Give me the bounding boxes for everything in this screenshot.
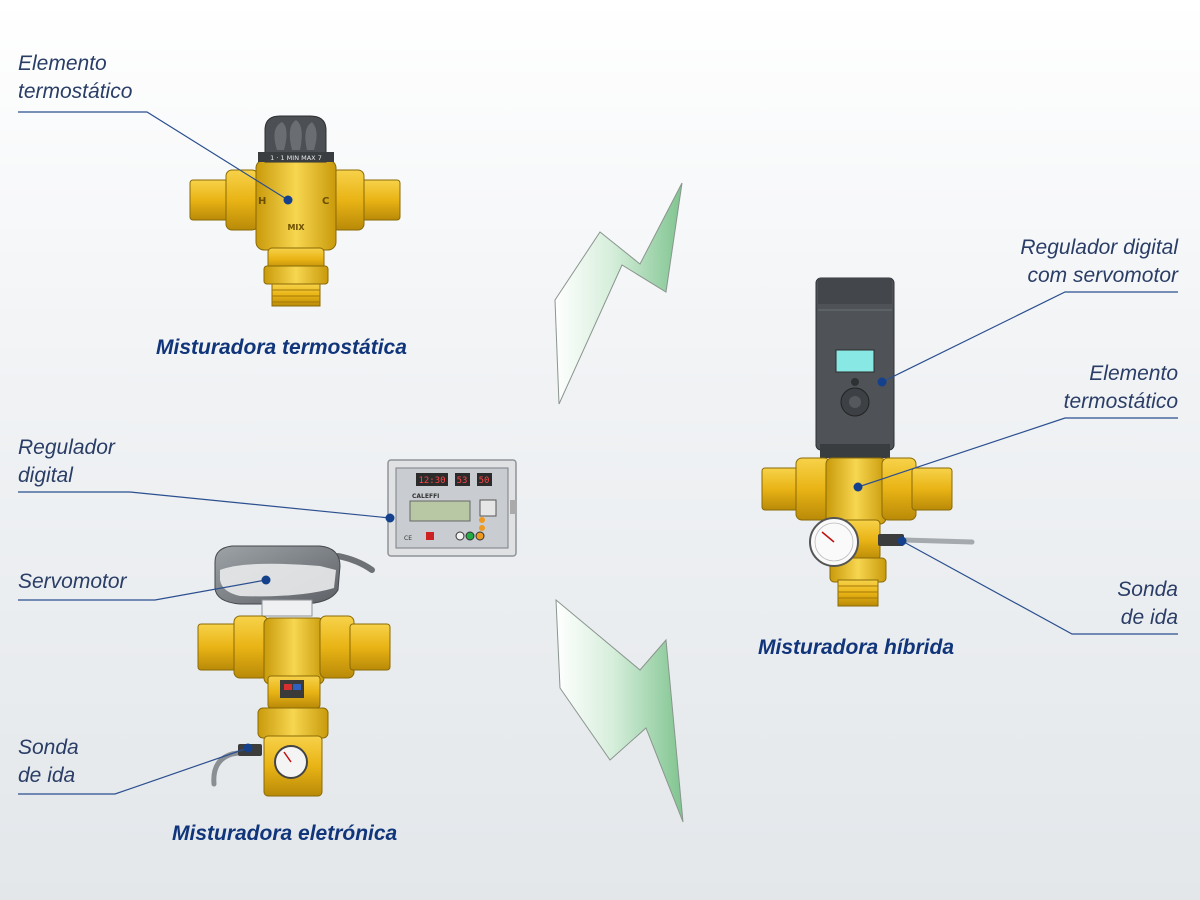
label-bottom-digital-regulator: Regulador digital	[18, 434, 115, 490]
cold-mark: C	[322, 196, 329, 207]
brand-mark: MIX	[287, 223, 305, 232]
display-value1: 53	[457, 476, 468, 486]
box-brand: CALEFFI	[412, 493, 439, 500]
arrow-lower	[555, 598, 684, 823]
label-line: Elemento	[1089, 362, 1178, 385]
label-line: Regulador	[18, 436, 115, 459]
label-bottom-flow-sensor: Sonda de ida	[18, 734, 79, 790]
label-right-flow-sensor: Sonda de ida	[1117, 576, 1178, 632]
thermostatic-mixing-valve: 1 · 1 MIN MAX 7 H C MIX	[189, 115, 401, 307]
caption-hybrid-mixer: Misturadora híbrida	[758, 636, 955, 659]
label-line: digital	[18, 464, 73, 487]
marker-right-regulator	[877, 377, 887, 387]
marker-top-element	[283, 195, 293, 205]
label-line: Elemento	[18, 52, 107, 75]
label-right-thermostatic-element: Elemento termostático	[1064, 360, 1178, 416]
leader-bottom-sensor	[18, 747, 249, 795]
hot-mark: H	[258, 196, 266, 207]
label-line: termostático	[1063, 390, 1178, 413]
caption-electronic-mixer: Misturadora eletrónica	[172, 822, 398, 845]
leader-right-element	[857, 417, 1178, 488]
marker-bottom-sensor	[243, 743, 253, 753]
marker-right-element	[853, 482, 863, 492]
hybrid-mixing-valve	[761, 277, 975, 607]
marker-right-sensor	[897, 536, 907, 546]
label-right-digital-regulator-servomotor: Regulador digital com servomotor	[1020, 234, 1178, 290]
display-value2: 50	[479, 476, 490, 486]
label-line: com servomotor	[1027, 264, 1178, 287]
valve-scale-text: 1 · 1 MIN MAX 7	[270, 154, 322, 162]
label-line: de ida	[18, 764, 76, 787]
display-time: 12:30	[418, 476, 445, 486]
box-ce: CE	[404, 535, 412, 542]
caption-thermostatic-mixer: Misturadora termostática	[156, 336, 407, 359]
label-line: Sonda	[18, 736, 79, 759]
electronic-mixing-valve	[197, 545, 391, 797]
leader-bottom-servomotor	[18, 579, 267, 601]
label-bottom-servomotor: Servomotor	[18, 570, 127, 593]
label-top-thermostatic-element: Elemento termostático	[18, 50, 132, 106]
leader-top-element	[18, 111, 289, 201]
leader-right-sensor	[901, 540, 1178, 635]
digital-regulator-box: 12:30 53 50 CALEFFI CE	[387, 459, 517, 557]
label-line: de ida	[1120, 606, 1178, 629]
leader-right-regulator	[881, 291, 1178, 383]
label-line: termostático	[18, 80, 133, 103]
label-line: Sonda	[1117, 578, 1178, 601]
marker-bottom-regulator	[385, 513, 395, 523]
label-line: Regulador digital	[1020, 236, 1178, 259]
arrow-upper	[554, 182, 683, 405]
marker-bottom-servomotor	[261, 575, 271, 585]
leader-bottom-regulator	[18, 491, 391, 519]
